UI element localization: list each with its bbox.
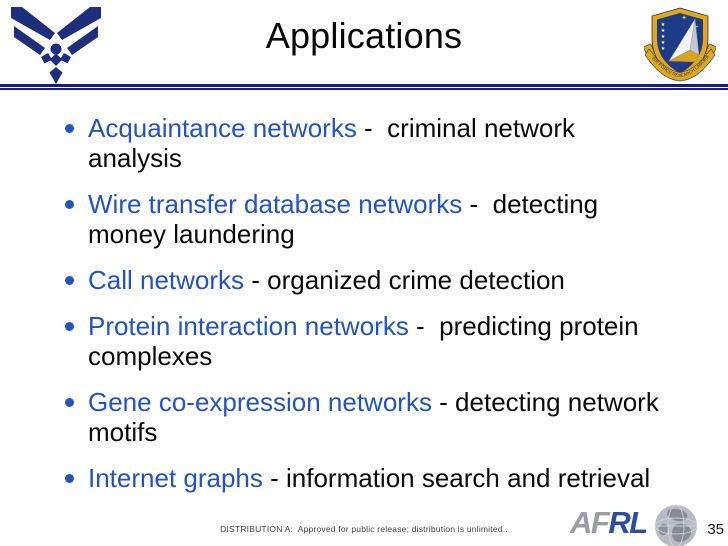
bullet-text: Call networks - organized crime detectio… [88, 265, 722, 295]
afrl-wordmark-rl: RL [608, 505, 648, 540]
bullet-item: Internet graphs - information search and… [62, 463, 722, 493]
bullet-text: Gene co-expression networks - detecting … [88, 387, 722, 447]
svg-text:★: ★ [661, 34, 666, 40]
svg-text:★: ★ [661, 22, 666, 28]
svg-text:✦: ✦ [681, 14, 687, 22]
bullet-text: Protein interaction networks - predictin… [88, 311, 722, 371]
bullet-term: Wire transfer database networks [88, 189, 463, 219]
bullet-item: Call networks - organized crime detectio… [62, 265, 722, 295]
afrl-logo: AFRL [570, 503, 720, 546]
bullet-description: - organized crime detection [244, 265, 565, 295]
bullet-description: - predicting protein complexes [88, 311, 639, 371]
svg-text:★: ★ [661, 46, 666, 52]
bullet-list: Acquaintance networks - criminal network… [62, 113, 722, 509]
bullet-dot-icon [65, 473, 74, 483]
svg-text:★: ★ [661, 28, 666, 34]
bullet-dot-icon [65, 321, 74, 331]
bullet-item: Protein interaction networks - predictin… [62, 311, 722, 371]
distribution-statement: DISTRIBUTION A: Approved for public rele… [220, 524, 508, 534]
bullet-dot-icon [65, 275, 74, 285]
bullet-description: - detecting money laundering [88, 189, 599, 249]
bullet-term: Call networks [88, 265, 245, 295]
afrl-wordmark: AFRL [570, 504, 648, 542]
bullet-item: Gene co-expression networks - detecting … [62, 387, 722, 447]
usaf-wings-logo-icon [11, 7, 101, 84]
bullet-description: - criminal network analysis [88, 113, 575, 173]
afrl-shield-seal-icon: ✦ ✦ ★ ★ ★ ★ ★ AIR FORCE RESEARCH LABORAT… [644, 5, 716, 82]
page-title: Applications [265, 15, 463, 56]
bullet-term: Acquaintance networks [88, 113, 357, 143]
globe-icon [654, 504, 698, 546]
bullet-dot-icon [65, 199, 74, 209]
bullet-description: - information search and retrieval [262, 463, 651, 493]
bullet-text: Wire transfer database networks - detect… [88, 189, 722, 249]
header-divider [0, 84, 728, 90]
bullet-dot-icon [65, 397, 74, 407]
bullet-term: Protein interaction networks [88, 311, 409, 341]
page-number: 35 [707, 521, 724, 538]
bullet-text: Acquaintance networks - criminal network… [88, 113, 722, 173]
afrl-wordmark-af: AF [570, 505, 610, 540]
svg-text:✦: ✦ [695, 24, 699, 29]
bullet-term: Gene co-expression networks [88, 387, 432, 417]
bullet-item: Wire transfer database networks - detect… [62, 189, 722, 249]
svg-text:★: ★ [661, 40, 666, 46]
bullet-dot-icon [65, 123, 74, 133]
bullet-text: Internet graphs - information search and… [88, 463, 722, 493]
bullet-term: Internet graphs [88, 463, 263, 493]
bullet-item: Acquaintance networks - criminal network… [62, 113, 722, 173]
bullet-description: - detecting network motifs [88, 387, 659, 447]
